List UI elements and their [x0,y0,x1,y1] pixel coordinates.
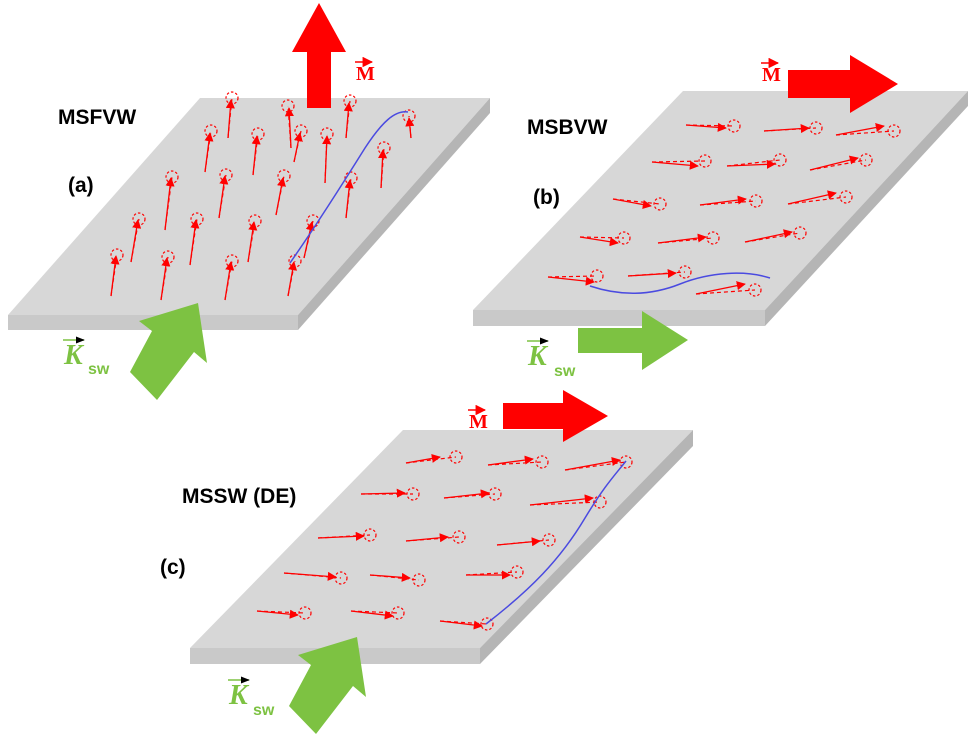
svg-text:K: K [63,340,85,371]
spin-vector [744,226,807,243]
magnetization-symbol: M [761,57,781,86]
svg-text:sw: sw [554,363,576,380]
spin-vector [685,119,741,133]
spin-vector [547,269,604,286]
spin-vector [439,617,494,631]
spin-vector [377,141,391,189]
svg-text:M: M [469,411,488,433]
mode-label: MSSW (DE) [182,485,296,508]
magnetization-arrow-up [292,3,346,108]
magnetization-arrow-right [788,55,898,113]
spin-vector [405,530,466,544]
spin-vector [612,197,667,211]
panel-letter: (a) [68,174,94,197]
magnetization-symbol: M [355,56,375,85]
panel-c-slab [190,430,693,664]
spin-vector [275,169,291,216]
slab-side-face [298,98,490,330]
spin-vector [224,254,239,301]
panel-letter: (b) [533,186,560,209]
spin-vector [699,194,763,208]
spin-vector [360,487,420,501]
spin-vector [809,153,873,171]
svg-text:M: M [356,63,375,85]
svg-text:M: M [762,64,781,86]
spin-vector [251,127,265,176]
panel-b-spins [547,119,901,297]
wavevector-arrow [130,303,207,400]
spin-vector [695,281,762,297]
spin-vector [110,248,124,297]
slab-top-face [473,91,968,310]
spin-vector [726,153,787,169]
spin-vector [247,214,262,263]
panel-b-wave-line [589,272,771,294]
panel-a-wave-line [289,111,409,264]
spin-vector [651,154,712,170]
spin-vector [164,170,179,231]
magnetization-symbol: M [468,404,488,433]
panel-a-slab [8,98,490,330]
spin-vector [496,533,556,547]
spin-vector [787,190,853,205]
mode-label: MSFVW [58,106,136,129]
svg-text:K: K [527,341,549,372]
spin-vector [160,250,175,301]
panel-b-slab [473,91,968,326]
spin-vector [465,565,524,580]
spin-vector [343,94,357,139]
spin-vector [256,606,312,620]
wavevector-symbol: K sw [63,336,110,378]
spin-vector [281,99,295,149]
mode-label: MSBVW [527,116,608,139]
slab-side-face [480,430,693,664]
spin-vector [657,231,720,245]
spin-vector [564,455,633,471]
spin-vector [443,487,502,501]
slab-top-face [8,98,490,315]
spin-vector [225,91,239,139]
slab-top-face [190,430,693,648]
panel-a: M K sw MSFVW (a) [8,3,490,400]
spin-vector [627,265,692,279]
spin-vector [402,109,416,139]
spin-vector [204,124,218,173]
svg-text:sw: sw [253,702,275,719]
wavevector-arrow [289,637,366,734]
spin-vector [835,123,901,138]
spin-vector [283,571,348,585]
spin-vector [405,450,463,464]
spin-vector [293,124,308,163]
spin-vector [487,455,549,469]
spin-vector [350,606,405,620]
spin-vector [344,171,358,219]
panel-a-spins [110,91,416,301]
spin-vector [763,121,823,135]
spin-vector [189,212,204,266]
spin-vector [130,212,146,263]
svg-text:sw: sw [88,361,110,378]
wavevector-symbol: K sw [228,676,275,719]
wavevector-arrow [578,311,688,370]
spin-vector [369,572,426,587]
panel-c-wave-line [485,460,627,625]
wavevector-symbol: K sw [527,337,576,380]
spin-vector [218,168,233,219]
spin-vector [579,231,631,247]
svg-text:K: K [228,680,250,711]
spin-vector [320,127,334,184]
spin-vector [317,528,377,542]
panel-letter: (c) [160,556,186,579]
magnetization-arrow-right [503,390,608,442]
slab-side-face [765,91,968,326]
panel-b: M K sw MSBVW (b) [473,55,968,380]
panel-c-spins [256,450,633,631]
panel-c: M K sw MSSW (DE) (c) [160,390,693,734]
slab-front-face [473,310,765,326]
